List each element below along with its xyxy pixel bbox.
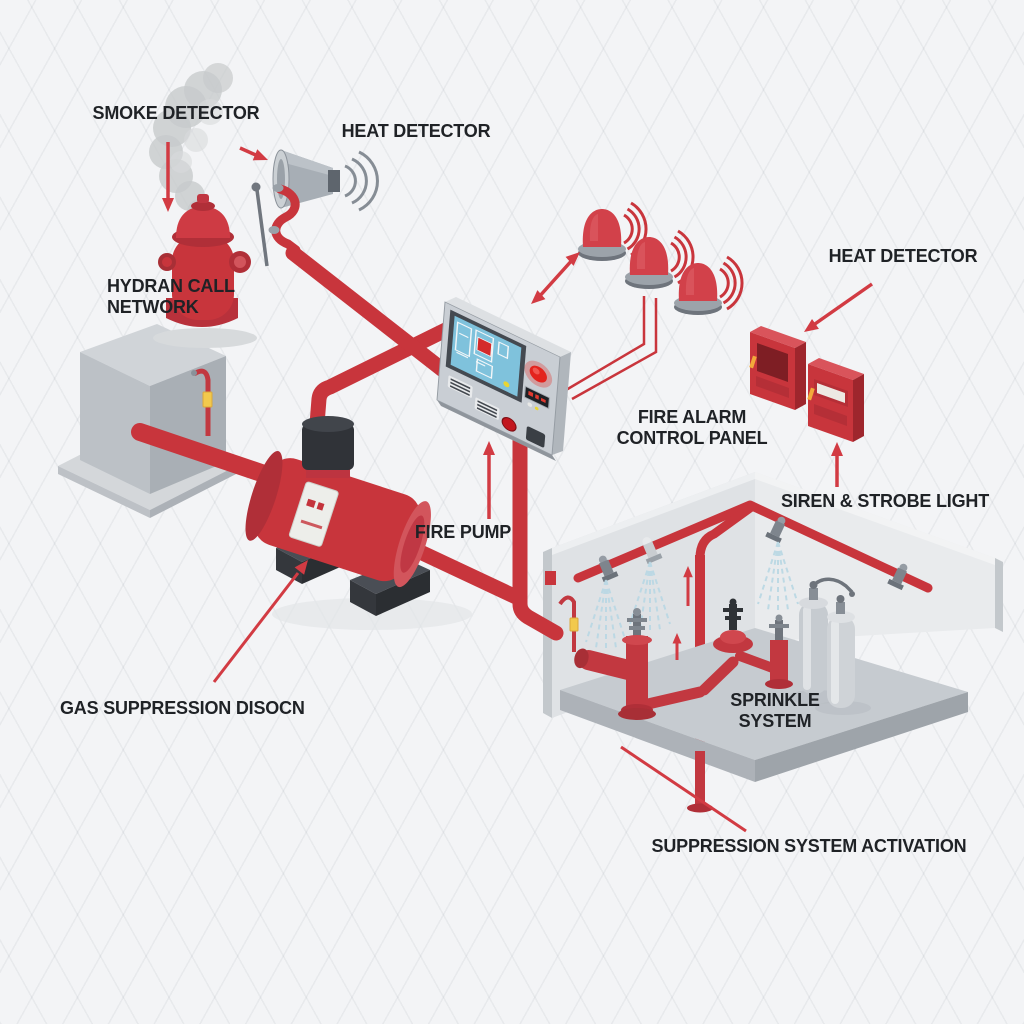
- call-point-box-2: [807, 358, 864, 442]
- sprinkler-fittings: [598, 516, 908, 591]
- horn-pipe: [268, 184, 301, 255]
- pump-riser-pipe: [306, 310, 478, 470]
- arrow-gas-suppression: [212, 560, 308, 683]
- panel-screen: [450, 315, 522, 397]
- gas-cylinders: [788, 577, 871, 715]
- supply-pipe: [131, 423, 285, 487]
- arrow-siren-strobe: [831, 442, 843, 487]
- arrow-smoke-detector: [162, 142, 174, 212]
- label-sprinkle-system: SPRINKLE SYSTEM: [730, 690, 820, 731]
- supply-cabinet: [58, 324, 244, 518]
- line-suppression-activation: [620, 745, 747, 833]
- panel-red-button[interactable]: [501, 415, 517, 433]
- label-gas-suppression: GAS SUPPRESSION DISOCN: [60, 698, 305, 718]
- led-strip: [807, 387, 815, 401]
- sprinkler-room: [543, 472, 1003, 813]
- room-flow-arrows: [672, 566, 693, 660]
- smoke-plume: [149, 63, 233, 225]
- led-strip: [749, 355, 757, 369]
- pump-label-plate: [288, 481, 339, 547]
- fire-pump-unit: [245, 416, 472, 630]
- screen-floorplan: [454, 321, 510, 380]
- screen-alert-zone: [476, 336, 493, 358]
- annotation-arrows: [162, 142, 874, 833]
- pump-cap: [302, 416, 354, 478]
- wall-pipe: [558, 595, 579, 652]
- panel-vent-grille: [447, 375, 500, 420]
- label-fire-alarm-control-panel: FIRE ALARM CONTROL PANEL: [616, 407, 768, 448]
- label-heat-detector-top: HEAT DETECTOR: [341, 121, 491, 141]
- alarm-sirens: [578, 201, 744, 315]
- pump-body: [245, 451, 431, 588]
- water-spray: [585, 579, 627, 652]
- signal-wires: [565, 296, 658, 401]
- call-point-box-1: [749, 326, 806, 410]
- siren-3: [674, 255, 744, 315]
- sprinkler-fitting: [887, 563, 908, 591]
- arrow-heat-detector-right: [804, 282, 874, 332]
- sprinkler-fitting: [598, 555, 619, 583]
- sprinkler-fitting: [642, 537, 663, 565]
- label-siren-strobe-light: SIREN & STROBE LIGHT: [780, 491, 990, 511]
- sprinkler-fitting: [765, 516, 786, 544]
- label-fire-pump: FIRE PUMP: [414, 522, 512, 542]
- cabinet-pipe: [191, 368, 213, 436]
- arrow-fire-pump: [483, 441, 495, 519]
- room-floor: [560, 628, 968, 782]
- horn-sound-waves: [344, 150, 379, 212]
- label-heat-detector-right: HEAT DETECTOR: [828, 246, 978, 266]
- water-sprays: [585, 541, 799, 652]
- label-smoke-detector: SMOKE DETECTOR: [92, 103, 260, 123]
- arrow-panel-siren-double: [531, 252, 580, 304]
- fire-hydrant: [153, 182, 269, 348]
- water-spray: [757, 541, 799, 614]
- hydrant-bolt: [255, 189, 269, 267]
- fire-alarm-control-panel: [436, 297, 571, 461]
- panel-key-switch: [525, 426, 546, 448]
- label-suppression-system-activation: SUPPRESSION SYSTEM ACTIVATION: [651, 836, 967, 856]
- horn-heat-detector-icon: [268, 149, 379, 255]
- floor-pipework: [574, 598, 793, 813]
- arrow-smoke-to-horn: [239, 146, 268, 161]
- gas-cylinder: [827, 595, 855, 708]
- siren-sound-waves: [719, 255, 744, 311]
- siren-2: [625, 229, 695, 289]
- wall-pipe-stub: [545, 571, 556, 585]
- label-hydran-call-network: HYDRAN CALL NETWORK: [107, 276, 235, 317]
